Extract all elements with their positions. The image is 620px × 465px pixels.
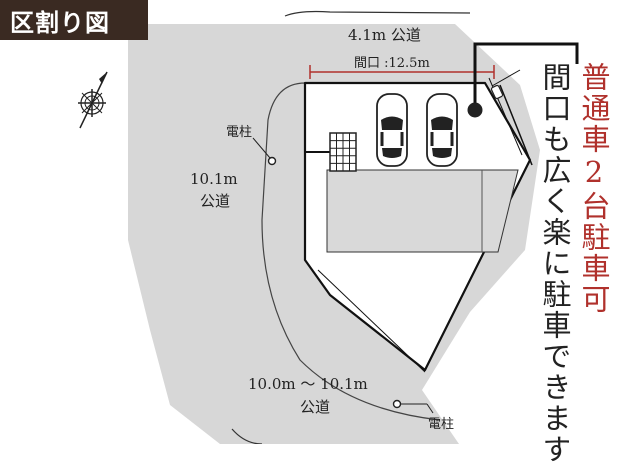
utility-pole-icon (252, 137, 277, 166)
pole-label-bottom: 電柱 (428, 417, 455, 432)
drain-grate-icon (329, 132, 357, 172)
car-icon (376, 93, 408, 167)
callout-text-ease: 間口も広く楽に駐車できます (538, 62, 572, 465)
frontage-label: 間口 :12.5m (354, 56, 430, 71)
section-badge: 区割り図 (0, 0, 148, 40)
site-plan (78, 10, 579, 444)
frontage-dimension (309, 65, 495, 79)
top-road-label: 4.1m 公道 (348, 26, 421, 44)
car-icon (426, 93, 458, 167)
road-left-edge (261, 82, 441, 421)
section-title: 区割り図 (10, 9, 110, 37)
house-footprint (326, 169, 519, 253)
road-top-edge (284, 10, 471, 17)
bottom-road-width: 10.0m ～ 10.1m (248, 375, 368, 393)
water-meter-icon (490, 84, 504, 100)
callout-text-parking: 普通車2台駐車可 (577, 62, 611, 315)
left-road-width: 10.1m (190, 170, 238, 188)
bottom-road-type: 公道 (300, 398, 331, 416)
left-road-type: 公道 (200, 192, 231, 210)
utility-pole-icon (392, 399, 434, 414)
lot-corner-line (491, 69, 521, 87)
lot-side-line (317, 269, 426, 373)
compass-icon (78, 71, 108, 129)
lot-side-line (499, 84, 533, 166)
callout-leader (473, 42, 579, 110)
pole-label-left: 電柱 (226, 125, 253, 140)
callout-dot (467, 102, 483, 118)
